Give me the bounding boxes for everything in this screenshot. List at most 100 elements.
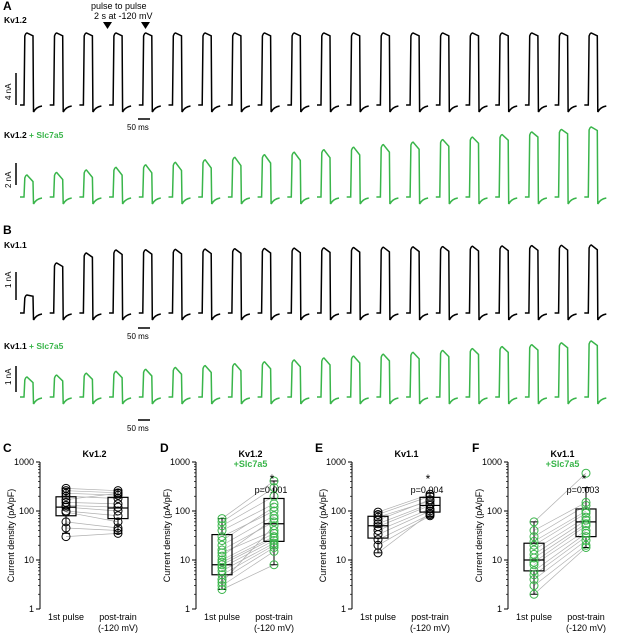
data-point [269,546,279,556]
data-point [113,528,123,538]
arrow-head-left [103,22,112,29]
current-trace [109,370,132,405]
data-point [581,468,591,478]
trace-label-kv11: Kv1.1 [4,240,27,250]
current-trace [168,248,191,321]
data-point [529,570,539,580]
trace-label-kv11-slc-a: Kv1.1 [4,341,27,351]
data-point [61,497,71,507]
y-tick-label: 100 [175,506,190,516]
data-point [217,525,227,535]
current-trace [376,353,399,405]
panel-letter-a: A [3,0,12,13]
paired-line [65,487,119,492]
current-trace [435,245,458,321]
current-trace [406,32,429,113]
paired-line [221,564,275,590]
data-point [113,493,123,503]
paired-line [377,515,431,546]
data-point [61,488,71,498]
data-point [217,563,227,573]
significance-star: * [270,472,275,486]
significance-star: * [426,472,431,486]
current-trace [465,136,488,205]
paired-line [221,518,275,557]
current-trace [346,355,369,405]
trace-row-kv11 [20,244,607,321]
panel-letter-e: E [315,441,324,455]
current-trace [346,246,369,321]
paired-line [65,506,119,512]
current-trace [495,245,518,321]
y-tick-label: 1000 [14,457,34,467]
current-trace [317,32,340,113]
panel-letter-d: D [160,441,169,455]
current-trace [435,32,458,113]
current-trace [584,340,607,405]
data-point [217,577,227,587]
y-tick-label: 1 [185,604,190,614]
data-point [217,557,227,567]
current-trace [317,148,340,205]
data-point [581,525,591,535]
x-category-label: post-train [255,612,293,622]
data-point [373,509,383,519]
data-point [269,517,279,527]
data-point [373,535,383,545]
paired-line [377,495,431,515]
data-point [217,514,227,524]
y-tick-label: 1 [29,604,34,614]
paired-line [533,536,587,576]
data-point [581,508,591,518]
x-category-label: (-120 mV) [566,623,606,633]
current-trace [287,32,310,113]
data-point [217,532,227,542]
time-scale-kv11: 50 ms [127,332,149,341]
x-category-label: 1st pulse [204,612,240,622]
current-trace [406,351,429,405]
paired-line [221,521,275,551]
p-value: p=0.004 [411,485,444,495]
current-trace [227,362,251,405]
plot-title: Kv1.2 [82,449,106,459]
current-trace [257,32,280,113]
paired-line [377,510,431,535]
y-axis-label: Current density (pA/pF) [162,489,172,583]
current-trace [317,247,340,321]
paired-line [533,523,587,559]
current-trace [465,347,488,405]
current-trace [227,32,251,113]
data-point [61,491,71,501]
current-trace [227,156,251,205]
annotation-line2: 2 s at -120 mV [94,11,153,21]
current-trace [317,357,340,405]
current-trace [584,126,607,205]
paired-line [533,512,587,546]
current-trace [376,32,399,113]
data-point [373,548,383,558]
current-trace [198,32,221,113]
paired-line [65,492,119,501]
y-tick-label: 1000 [170,457,190,467]
y-axis-label: Current density (pA/pF) [6,489,16,583]
current-trace [287,151,310,205]
current-trace [79,169,102,205]
plot-title: Kv1.1 [394,449,418,459]
current-trace [554,244,577,321]
data-point [113,499,123,509]
data-point [61,532,71,542]
data-point [269,476,279,486]
paired-line [221,495,275,527]
data-point [113,506,123,516]
data-point [581,506,591,516]
paired-line [533,533,587,572]
paired-line [533,502,587,531]
current-trace [465,32,488,113]
paired-line [377,500,431,518]
data-point [217,566,227,576]
paired-line [65,532,119,537]
paired-line [377,514,431,540]
current-trace [49,171,72,205]
data-point [529,540,539,550]
